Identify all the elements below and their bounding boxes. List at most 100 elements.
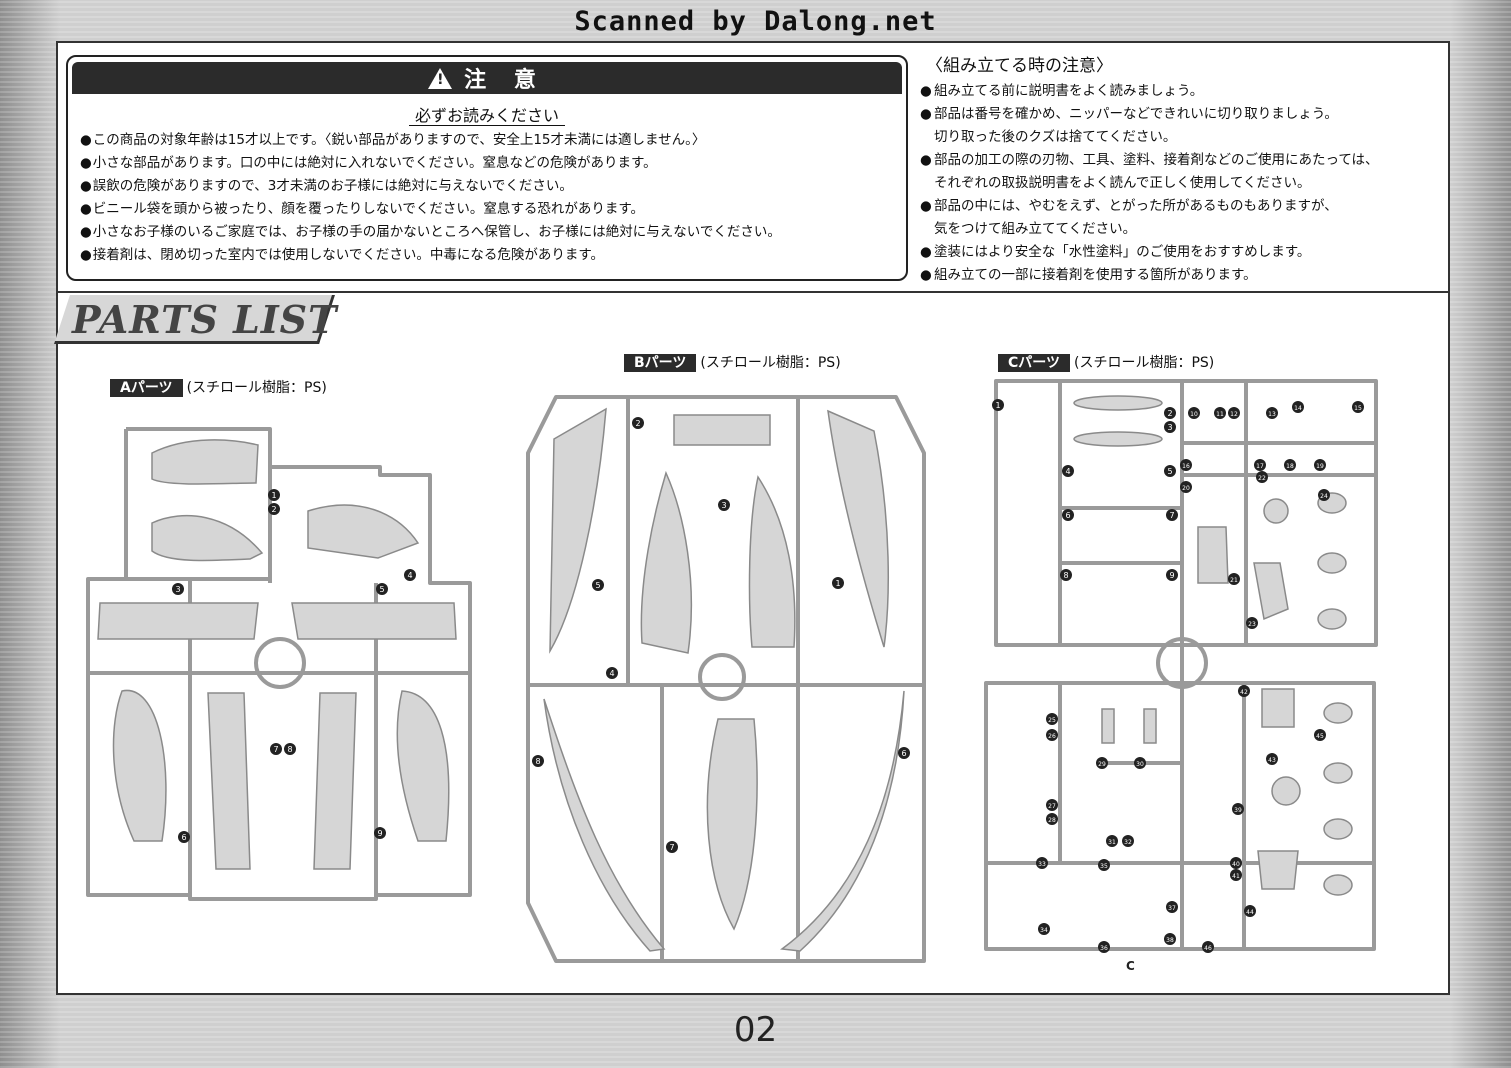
warning-list: この商品の対象年齢は15才以上です。〈鋭い部品がありますので、安全上15才未満に…: [80, 129, 781, 267]
part-number-text: 22: [1258, 475, 1266, 482]
part-number-badge: [1164, 933, 1176, 945]
part-number-text: 41: [1232, 873, 1240, 880]
part-number-marker: 2: [1164, 407, 1176, 419]
runner-c-parts: [1073, 395, 1353, 896]
part-number-badge: [1266, 753, 1278, 765]
part-number-text: 32: [1124, 839, 1132, 846]
part-number-badge: [1096, 757, 1108, 769]
part-number-text: 30: [1136, 761, 1144, 768]
part-number-badge: [1230, 869, 1242, 881]
part-number-badge: [268, 489, 280, 501]
part-number-marker: 18: [1284, 459, 1296, 471]
part-number-badge: [1244, 905, 1256, 917]
runner-b-frame: [526, 395, 926, 963]
part-number-marker: 4: [606, 667, 618, 679]
part-number-badge: [1266, 407, 1278, 419]
part-number-marker: 9: [374, 827, 386, 839]
part-number-text: 6: [181, 833, 186, 842]
part-number-badge: [1284, 459, 1296, 471]
part-number-badge: [1166, 569, 1178, 581]
part-number-marker: 3: [172, 583, 184, 595]
part-number-text: 42: [1240, 689, 1248, 696]
part-number-marker: 19: [1314, 459, 1326, 471]
part-number-text: 43: [1268, 757, 1276, 764]
part-number-badge: [404, 569, 416, 581]
part-number-marker: 23: [1246, 617, 1258, 629]
warning-item: この商品の対象年齢は15才以上です。〈鋭い部品がありますので、安全上15才未満に…: [80, 129, 781, 152]
part-number-text: 8: [1063, 571, 1068, 580]
part-number-marker: 7: [270, 743, 282, 755]
part-number-badge: [1228, 407, 1240, 419]
warning-item: 接着剤は、閉め切った室内では使用しないでください。中毒になる危険があります。: [80, 244, 781, 267]
part-number-marker: 29: [1096, 757, 1108, 769]
part-number-badge: [1038, 923, 1050, 935]
part-number-text: 33: [1038, 861, 1046, 868]
part-number-text: 4: [1065, 467, 1070, 476]
runner-a-parts: [97, 439, 457, 870]
part-number-badge: [1228, 573, 1240, 585]
warning-header: ! 注 意: [72, 62, 902, 94]
warning-header-text: 注 意: [464, 68, 546, 93]
part-number-badge: [1046, 813, 1058, 825]
part-number-marker: 8: [532, 755, 544, 767]
part-number-marker: 1: [268, 489, 280, 501]
warning-box: ! 注 意 必ずお読みください この商品の対象年齢は15才以上です。〈鋭い部品が…: [66, 55, 908, 281]
part-number-text: 1: [271, 491, 276, 500]
part-number-marker: 32: [1122, 835, 1134, 847]
part-number-badge: [1164, 407, 1176, 419]
part-number-marker: 4: [404, 569, 416, 581]
part-number-marker: 2: [268, 503, 280, 515]
part-number-badge: [1164, 421, 1176, 433]
part-number-marker: 6: [178, 831, 190, 843]
note-item: ●部品は番号を確かめ、ニッパーなどできれいに切り取りましょう。切り取った後のクズ…: [920, 106, 1338, 145]
part-number-badge: [1166, 509, 1178, 521]
warning-subtitle: 必ずお読みください: [68, 102, 906, 126]
part-number-marker: 5: [1164, 465, 1176, 477]
part-number-badge: [1314, 459, 1326, 471]
part-number-text: 9: [377, 829, 382, 838]
part-number-text: 18: [1286, 463, 1294, 470]
part-number-text: 1: [835, 579, 840, 588]
part-number-marker: 7: [1166, 509, 1178, 521]
assembly-notes: 〈組み立てる時の注意〉 ●組み立てる前に説明書をよく読みましょう。 ●部品は番号…: [920, 51, 1440, 287]
note-item: ●組み立ての一部に接着剤を使用する箇所があります。: [920, 267, 1257, 283]
parts-list-title: PARTS LIST: [72, 297, 338, 342]
part-number-badge: [898, 747, 910, 759]
part-number-text: 8: [535, 757, 540, 766]
part-number-marker: 33: [1036, 857, 1048, 869]
part-number-text: 45: [1316, 733, 1324, 740]
part-number-marker: 1: [992, 399, 1004, 411]
part-number-text: 31: [1108, 839, 1116, 846]
part-number-marker: 5: [376, 583, 388, 595]
part-number-text: 7: [669, 843, 674, 852]
part-number-text: 2: [1167, 409, 1172, 418]
part-number-text: 12: [1230, 411, 1238, 418]
part-number-marker: 30: [1134, 757, 1146, 769]
part-number-text: 10: [1190, 411, 1198, 418]
part-number-badge: [1230, 857, 1242, 869]
part-number-text: 25: [1048, 717, 1056, 724]
part-number-badge: [376, 583, 388, 595]
part-number-marker: 13: [1266, 407, 1278, 419]
part-number-marker: 7: [666, 841, 678, 853]
part-number-badge: [832, 577, 844, 589]
part-number-text: 40: [1232, 861, 1240, 868]
part-number-marker: 44: [1244, 905, 1256, 917]
part-number-marker: 8: [284, 743, 296, 755]
part-number-badge: [1254, 459, 1266, 471]
part-number-badge: [1106, 835, 1118, 847]
assembly-notes-list: ●組み立てる前に説明書をよく読みましょう。 ●部品は番号を確かめ、ニッパーなどで…: [920, 80, 1440, 287]
part-number-text: 28: [1048, 817, 1056, 824]
part-number-marker: 4: [1062, 465, 1074, 477]
note-item: ●塗装にはより安全な「水性塗料」のご使用をおすすめします。: [920, 244, 1311, 260]
part-number-badge: [1098, 859, 1110, 871]
part-number-badge: [1122, 835, 1134, 847]
runner-b-label: Bパーツ(スチロール樹脂：PS): [624, 352, 841, 372]
part-number-text: 8: [287, 745, 292, 754]
part-number-text: 17: [1256, 463, 1264, 470]
part-number-badge: [1352, 401, 1364, 413]
part-number-marker: 5: [592, 579, 604, 591]
part-number-marker: 40: [1230, 857, 1242, 869]
part-number-marker: 22: [1256, 471, 1268, 483]
part-number-marker: 46: [1202, 941, 1214, 953]
